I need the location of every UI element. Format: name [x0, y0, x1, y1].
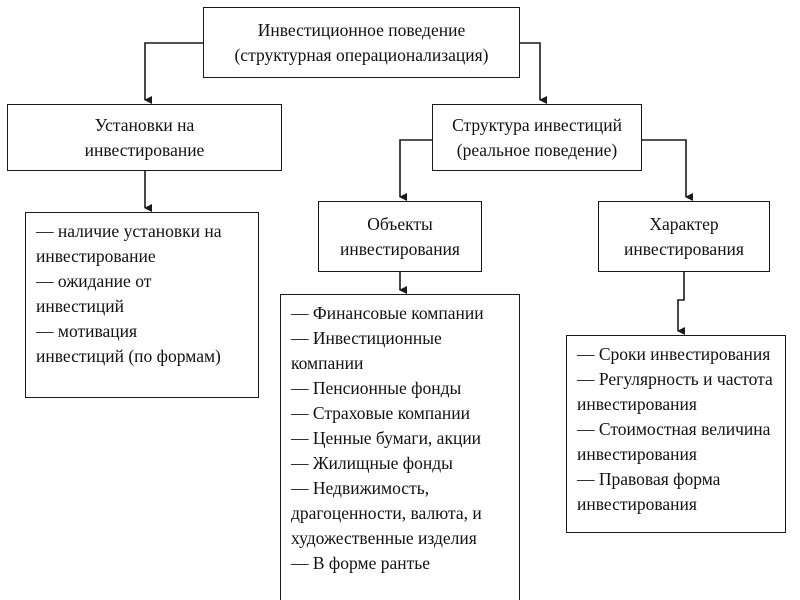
list-item: инвестирования	[577, 444, 697, 464]
list-item: — Правовая форма	[577, 469, 721, 489]
list-item: — Стоимостная величина	[577, 419, 771, 439]
character-title: Характер	[649, 213, 719, 234]
root-node: Инвестиционное поведение (структурная оп…	[203, 7, 520, 78]
structure-title: Структура инвестиций	[452, 114, 622, 135]
objects-subtitle: инвестирования	[340, 238, 460, 259]
objects-list: — Финансовые компании — Инвестиционные к…	[280, 294, 520, 600]
root-title: Инвестиционное поведение	[257, 19, 466, 40]
arrow-root-to-structure	[520, 42, 547, 104]
objects-title: Объекты	[367, 213, 433, 234]
list-item: — Ценные бумаги, акции	[291, 428, 482, 448]
list-item: инвестирования	[577, 494, 697, 514]
attitudes-title: Установки на	[94, 114, 195, 135]
attitudes-node: Установки на инвестирование	[7, 104, 282, 171]
list-item: — Регулярность и частота	[577, 369, 773, 389]
structure-node: Структура инвестиций (реальное поведение…	[432, 104, 642, 171]
list-item: — Жилищные фонды	[291, 453, 453, 473]
arrow-structure-to-objects	[399, 139, 432, 201]
list-item: — В форме рантье	[291, 553, 430, 573]
arrow-character-to-list	[677, 272, 685, 335]
list-item: — Инвестиционные	[291, 328, 442, 348]
list-item: — наличие установки на	[36, 221, 222, 241]
list-item: — Сроки инвестирования	[577, 344, 771, 364]
character-subtitle: инвестирования	[624, 238, 744, 259]
list-item: — Страховые компании	[291, 403, 471, 423]
character-list: — Сроки инвестирования — Регулярность и …	[566, 335, 786, 533]
list-item: художественные изделия	[291, 528, 477, 548]
arrow-root-to-attitudes	[144, 42, 203, 104]
list-item: компании	[291, 353, 364, 373]
list-item: — Финансовые компании	[291, 303, 484, 323]
list-item: — ожидание от	[36, 271, 152, 291]
list-item: инвестиций	[36, 296, 124, 316]
list-item: инвестирование	[36, 246, 156, 266]
attitudes-subtitle: инвестирование	[84, 139, 205, 160]
list-item: драгоценности, валюта, и	[291, 503, 482, 523]
objects-node: Объекты инвестирования	[318, 201, 482, 272]
character-node: Характер инвестирования	[598, 201, 770, 272]
list-item: инвестирования	[577, 394, 697, 414]
attitudes-list: — наличие установки на инвестирование — …	[25, 212, 259, 398]
list-item: инвестиций (по формам)	[36, 346, 221, 366]
list-item: — мотивация	[36, 321, 138, 341]
list-item: — Недвижимость,	[291, 478, 430, 498]
root-subtitle: (структурная операционализация)	[234, 44, 489, 65]
list-item: — Пенсионные фонды	[291, 378, 462, 398]
structure-subtitle: (реальное поведение)	[456, 139, 618, 160]
arrow-structure-to-character	[642, 139, 693, 201]
